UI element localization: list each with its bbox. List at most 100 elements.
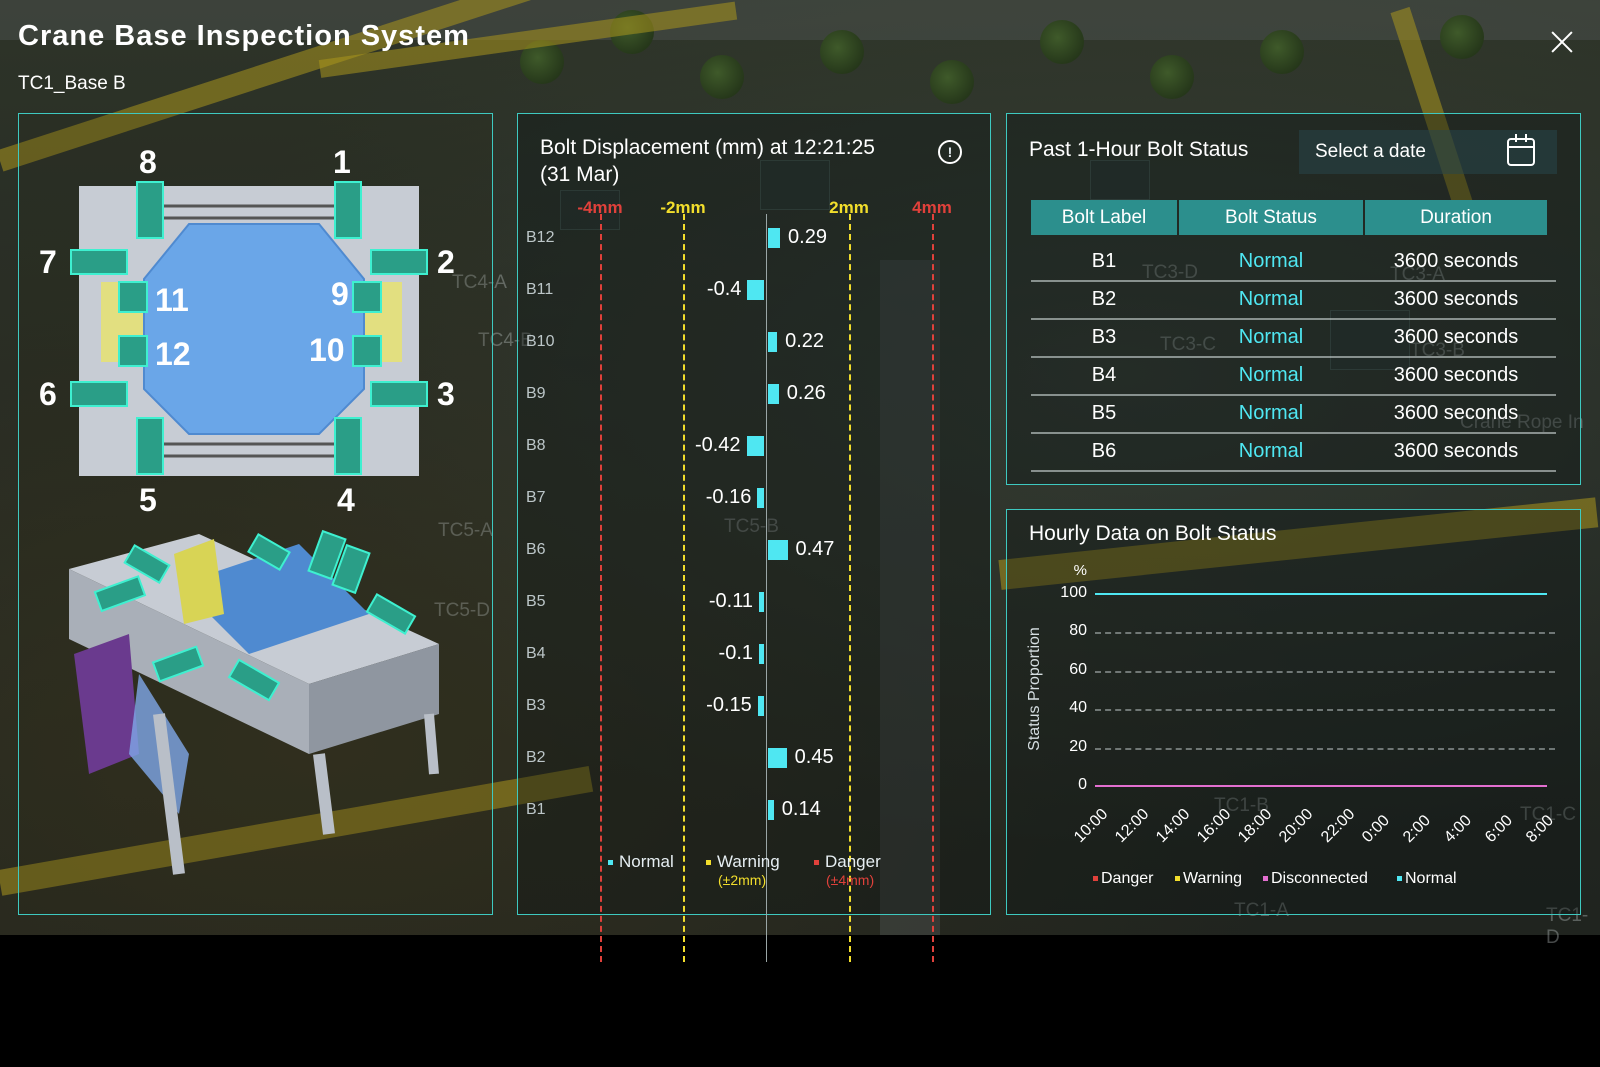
scene-block	[1090, 160, 1150, 200]
bolt-row-label: B6	[526, 541, 546, 558]
y-tick-label: 80	[1069, 622, 1087, 640]
scene-road	[0, 0, 1600, 40]
scene-tree	[1260, 30, 1304, 74]
displacement-date: (31 Mar)	[540, 163, 620, 186]
scene-label: TC3-D	[1142, 262, 1198, 283]
bolt-sensor	[136, 181, 164, 239]
bolt-row-label: B3	[526, 697, 546, 714]
bolt-row-label: B11	[526, 281, 554, 298]
displacement-bar	[747, 280, 764, 300]
bolt-sensor	[352, 281, 382, 313]
bolt-number-label: 8	[139, 144, 157, 180]
iso-bolt-sensor	[247, 532, 291, 572]
scene-label: TC1-C	[1520, 804, 1576, 825]
legend-item: Normal	[608, 852, 674, 872]
iso-frame-front	[309, 644, 439, 754]
grid-line	[1095, 747, 1555, 750]
bolt-label-cell: B2	[1091, 288, 1117, 310]
bolt-sensor	[370, 249, 428, 275]
bolt-row-label: B12	[526, 229, 555, 246]
duration-cell: 3600 seconds	[1393, 402, 1519, 424]
legend-item: Danger	[1093, 870, 1153, 888]
bolt-number-label: 5	[139, 482, 157, 518]
column-header-bolt-status[interactable]: Bolt Status	[1179, 200, 1363, 235]
legend-swatch	[1397, 876, 1402, 882]
bolt-row-label: B10	[526, 333, 555, 350]
duration-cell: 3600 seconds	[1393, 440, 1519, 462]
grid-line	[1095, 632, 1555, 635]
bolt-sensor	[118, 281, 148, 313]
bolt-number-label: 4	[337, 482, 355, 518]
bolt-row-label: B9	[526, 385, 546, 402]
iso-leg	[424, 713, 439, 775]
table-row[interactable]: B2 Normal 3600 seconds	[1031, 282, 1556, 320]
legend-swatch	[1175, 876, 1180, 882]
displacement-bar	[768, 540, 788, 560]
legend-label: Warning	[717, 852, 780, 871]
bolt-row-label: B5	[526, 593, 546, 610]
bolt-label-cell: B1	[1091, 250, 1117, 272]
scene-label: Crane Rope In	[1460, 412, 1584, 433]
bolt-status-panel: Past 1-Hour Bolt Status Select a date Bo…	[1006, 113, 1581, 485]
displacement-value-label: 0.26	[786, 382, 826, 404]
bolt-row-label: B2	[526, 749, 546, 766]
date-picker[interactable]: Select a date	[1299, 130, 1557, 174]
duration-cell: 3600 seconds	[1393, 288, 1519, 310]
scene-tree	[1040, 20, 1084, 64]
calendar-icon[interactable]	[1507, 134, 1535, 166]
iso-purple-block	[74, 634, 139, 774]
legend-item: Warning	[706, 852, 780, 872]
column-header-duration[interactable]: Duration	[1365, 200, 1547, 235]
bolt-number-label: 3	[437, 376, 455, 412]
legend-label: Disconnected	[1271, 870, 1368, 887]
duration-cell: 3600 seconds	[1393, 250, 1519, 272]
grid-line	[1095, 709, 1555, 712]
threshold-line	[932, 214, 934, 962]
close-icon[interactable]	[1546, 26, 1578, 58]
scene-label: TC1-B	[1214, 795, 1269, 816]
bolt-row-label: B8	[526, 437, 546, 454]
threshold-label: 2mm	[829, 198, 869, 217]
displacement-bar	[757, 488, 764, 508]
legend-item: Normal	[1397, 870, 1457, 888]
threshold-label: -4mm	[577, 198, 623, 217]
legend-label: Danger	[825, 852, 881, 871]
bolt-sensor	[352, 335, 382, 367]
legend-swatch	[1263, 876, 1268, 882]
bolt-row-label: B4	[526, 645, 546, 662]
iso-bolt-sensor	[151, 645, 205, 683]
iso-leg	[153, 713, 185, 875]
bolt-sensor	[118, 335, 148, 367]
y-tick-label: 100	[1060, 584, 1087, 601]
duration-cell: 3600 seconds	[1393, 326, 1519, 348]
displacement-bar	[768, 228, 781, 248]
bolt-label-cell: B5	[1091, 402, 1117, 424]
threshold-line	[600, 214, 602, 962]
scene-tree	[700, 55, 744, 99]
y-tick-label: 60	[1069, 660, 1087, 678]
displacement-value-label: 0.47	[795, 538, 835, 560]
page-subtitle: TC1_Base B	[18, 73, 126, 94]
info-icon[interactable]: !	[938, 140, 962, 164]
date-picker-placeholder: Select a date	[1315, 141, 1426, 162]
legend-swatch	[1093, 876, 1098, 882]
bolt-status-cell: Normal	[1238, 288, 1304, 310]
legend-label: Normal	[619, 852, 674, 871]
bolt-number-label: 6	[39, 376, 57, 412]
displacement-value-label: -0.1	[718, 642, 753, 664]
column-header-bolt-label[interactable]: Bolt Label	[1031, 200, 1177, 235]
scene-label: TC5-B	[724, 516, 779, 537]
displacement-bar	[768, 748, 787, 768]
legend-label: Warning	[1183, 870, 1242, 887]
bolt-sensor	[70, 381, 128, 407]
y-tick-label: 0	[1078, 776, 1087, 793]
duration-cell: 3600 seconds	[1393, 364, 1519, 386]
bolt-sensor	[136, 417, 164, 475]
displacement-value-label: 0.45	[794, 746, 834, 768]
